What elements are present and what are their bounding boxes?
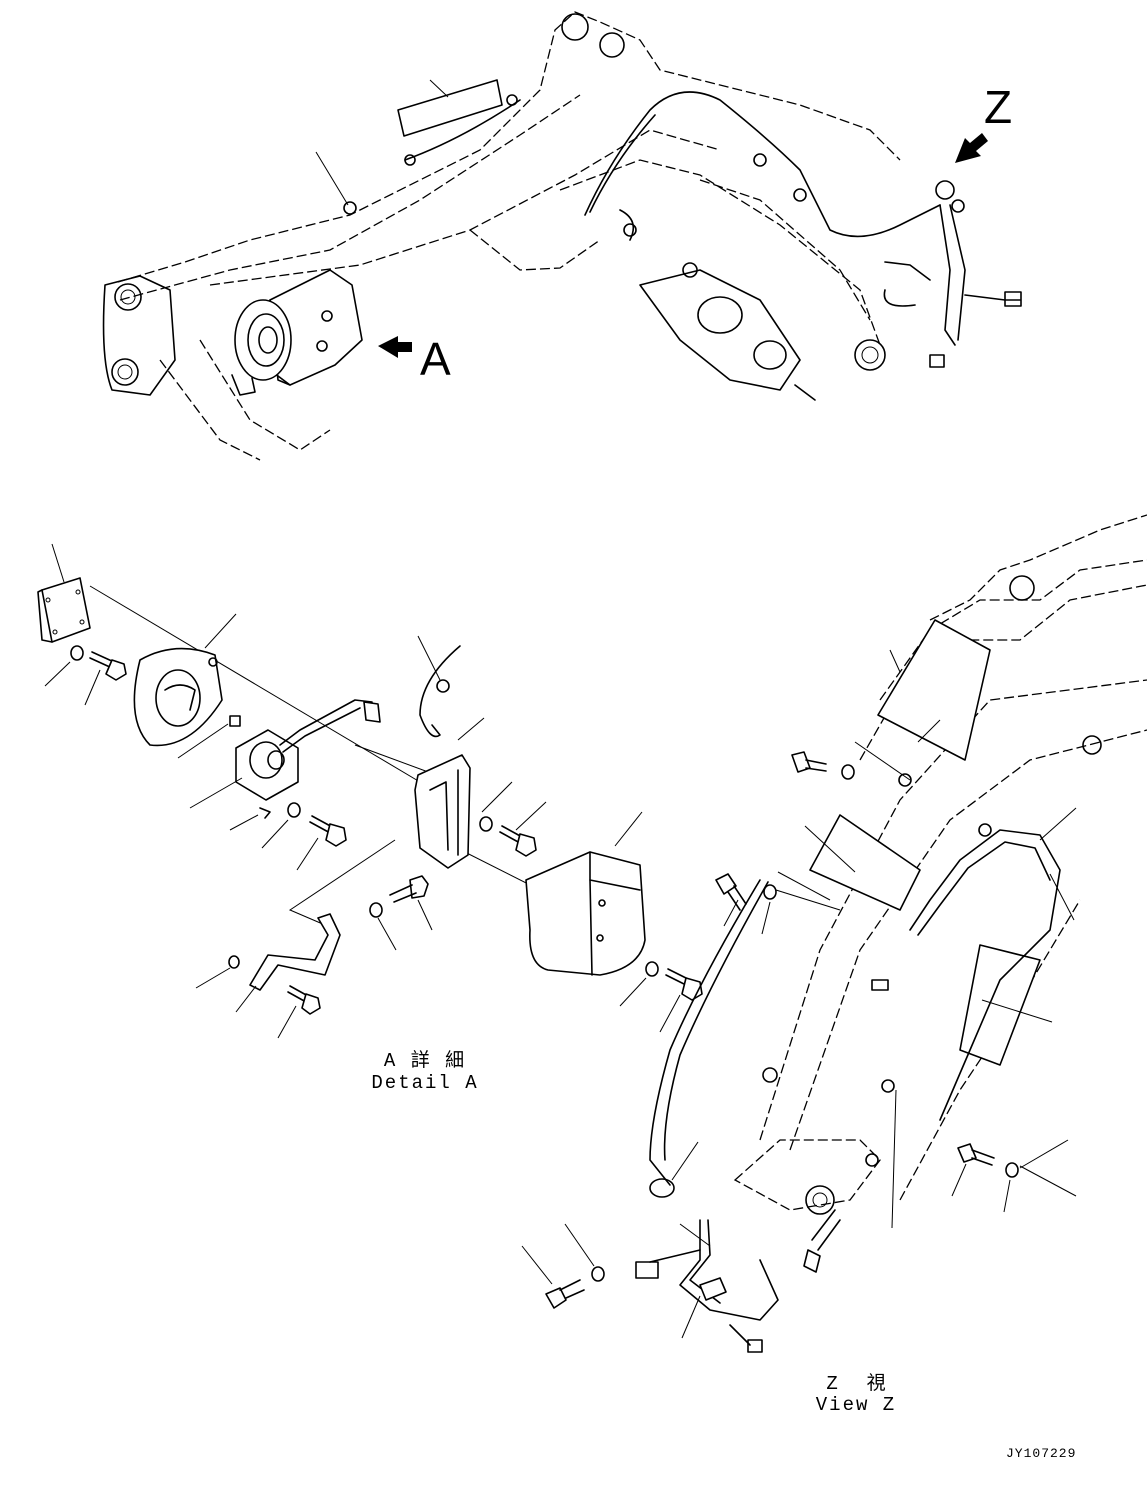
bolt (105, 659, 127, 681)
detail-a-exploded (37, 543, 703, 1039)
cover (525, 851, 646, 976)
plate (41, 577, 91, 643)
view-a-arrow-label: A (420, 333, 451, 385)
washer (70, 645, 84, 661)
view-z-caption-jp: Z 視 (826, 1373, 888, 1395)
arm (249, 913, 341, 991)
view-z-arrow-label: Z (984, 81, 1013, 133)
bracket (414, 754, 471, 869)
detail-a-caption-jp: A 詳 細 (383, 1050, 467, 1072)
figure-code: JY107229 (1006, 1446, 1077, 1461)
flange (133, 647, 223, 747)
view-z (521, 514, 1147, 1353)
sensor (235, 729, 299, 801)
view-z-caption-en: View Z (815, 1394, 897, 1416)
boom-overview (102, 11, 1022, 461)
detail-a-caption-en: Detail A (371, 1072, 479, 1094)
